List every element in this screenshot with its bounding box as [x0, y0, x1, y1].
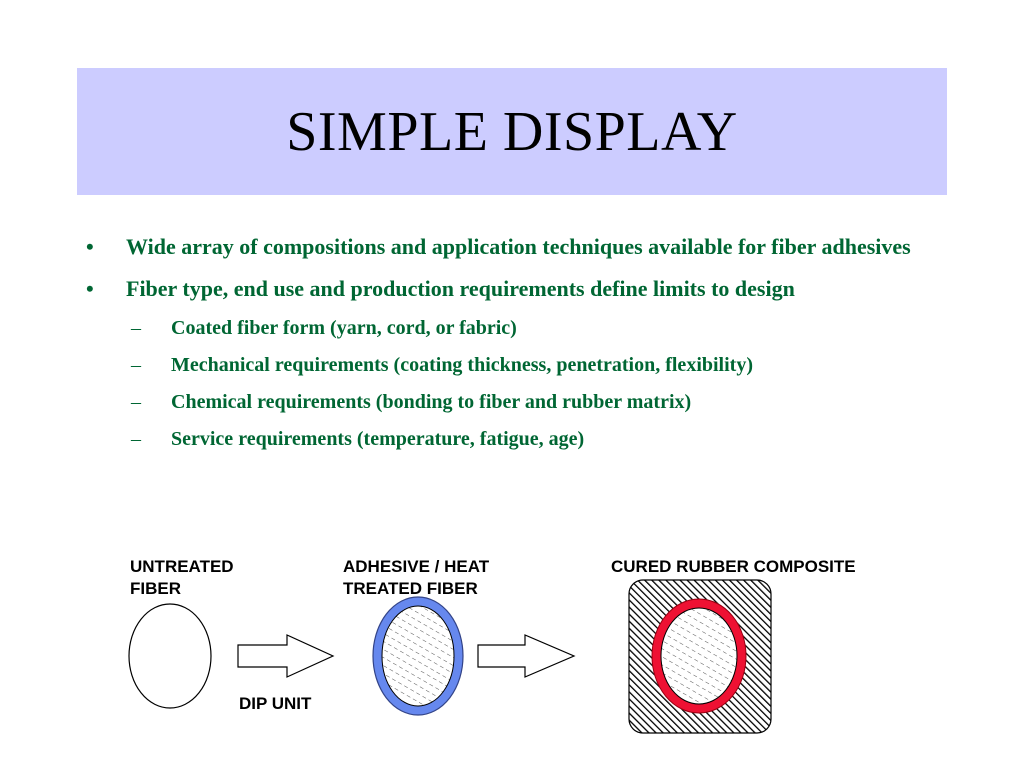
bullet-list: • Wide array of compositions and applica… — [86, 230, 946, 462]
sub-bullet-text: Mechanical requirements (coating thickne… — [171, 354, 753, 376]
sub-bullet-text: Chemical requirements (bonding to fiber … — [171, 391, 692, 413]
adhesive-fiber-label: ADHESIVE / HEAT TREATED FIBER — [343, 557, 490, 598]
sub-bullet-marker: – — [131, 391, 141, 413]
sub-bullet-item: – Service requirements (temperature, fat… — [126, 424, 946, 454]
untreated-fiber-shape — [128, 603, 212, 709]
sub-bullet-marker: – — [131, 354, 141, 376]
bullet-item: • Fiber type, end use and production req… — [86, 272, 946, 454]
sub-bullet-marker: – — [131, 428, 141, 450]
sub-bullet-list: – Coated fiber form (yarn, cord, or fabr… — [126, 313, 946, 454]
sub-bullet-marker: – — [131, 317, 141, 339]
bullet-text: Fiber type, end use and production requi… — [126, 276, 795, 301]
right-arrow-icon — [477, 634, 576, 678]
untreated-fiber-label: UNTREATED FIBER — [130, 557, 234, 598]
bullet-marker: • — [86, 276, 94, 301]
bullet-marker: • — [86, 234, 94, 259]
cured-composite-label: CURED RUBBER COMPOSITE — [611, 557, 856, 576]
right-arrow-icon — [237, 634, 335, 678]
title-banner: SIMPLE DISPLAY — [77, 68, 947, 195]
bullet-item: • Wide array of compositions and applica… — [86, 230, 946, 264]
sub-bullet-text: Service requirements (temperature, fatig… — [171, 428, 585, 450]
sub-bullet-item: – Mechanical requirements (coating thick… — [126, 350, 946, 380]
embedded-fiber-core — [660, 607, 738, 705]
slide-title: SIMPLE DISPLAY — [286, 100, 738, 163]
bullet-text: Wide array of compositions and applicati… — [126, 234, 911, 259]
treated-fiber-core — [381, 605, 455, 707]
sub-bullet-text: Coated fiber form (yarn, cord, or fabric… — [171, 317, 517, 339]
dip-unit-label: DIP UNIT — [239, 694, 312, 713]
sub-bullet-item: – Chemical requirements (bonding to fibe… — [126, 387, 946, 417]
sub-bullet-item: – Coated fiber form (yarn, cord, or fabr… — [126, 313, 946, 343]
